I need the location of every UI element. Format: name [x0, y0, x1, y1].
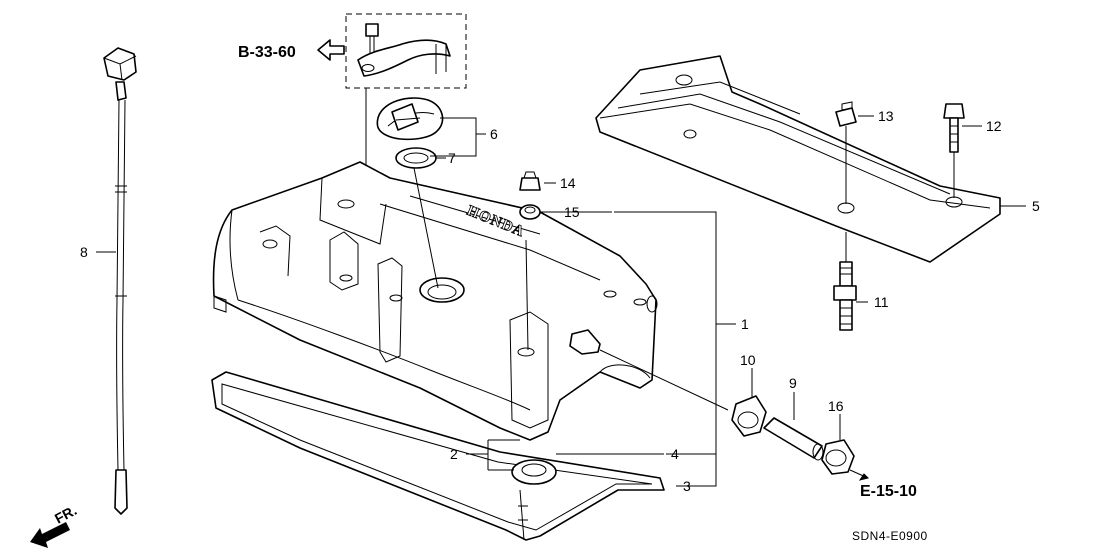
grommet	[519, 204, 541, 220]
callout-7: 7	[448, 150, 456, 166]
callout-11: 11	[874, 294, 889, 310]
callout-4: 4	[671, 446, 679, 462]
hose-clamp-10	[731, 368, 767, 437]
callout-13: 13	[878, 108, 894, 124]
stud-bolt	[833, 232, 857, 331]
ref-label-b-33-60: B-33-60	[238, 44, 296, 61]
front-label: FR.	[52, 502, 79, 527]
callout-9: 9	[789, 375, 797, 391]
ref-arrow-e-15-10	[849, 469, 869, 481]
callout-15: 15	[564, 204, 580, 220]
callout-3: 3	[683, 478, 691, 494]
dipstick	[103, 47, 137, 515]
callout-8: 8	[80, 244, 88, 260]
flange-bolt	[943, 103, 965, 198]
diagram-code: SDN4-E0900	[852, 529, 928, 543]
callout-5: 5	[1032, 198, 1040, 214]
filler-leader	[413, 167, 439, 289]
callout-1: 1	[741, 316, 749, 332]
ref-arrow-b-33-60	[317, 39, 345, 61]
flange-nut	[835, 101, 857, 204]
hose-clamp-16	[821, 414, 855, 475]
callout-14: 14	[560, 175, 576, 191]
callout-12: 12	[986, 118, 1002, 134]
callout-6: 6	[490, 126, 498, 142]
cap-nut	[519, 171, 541, 191]
callout-10: 10	[740, 352, 756, 368]
leader-lines	[96, 115, 1026, 487]
callout-2: 2	[450, 446, 458, 462]
front-arrow	[30, 522, 70, 548]
ignition-coil-cover	[595, 55, 1001, 263]
cap-gasket	[395, 147, 437, 169]
oil-filler-cap	[376, 97, 444, 141]
spark-plug-seal	[511, 459, 557, 485]
callout-16: 16	[828, 398, 844, 414]
ref-label-e-15-10: E-15-10	[860, 483, 917, 500]
breather-tube	[763, 392, 824, 461]
cylinder-head-cover: HONDA	[212, 161, 729, 441]
bracket-assembly	[345, 13, 467, 168]
